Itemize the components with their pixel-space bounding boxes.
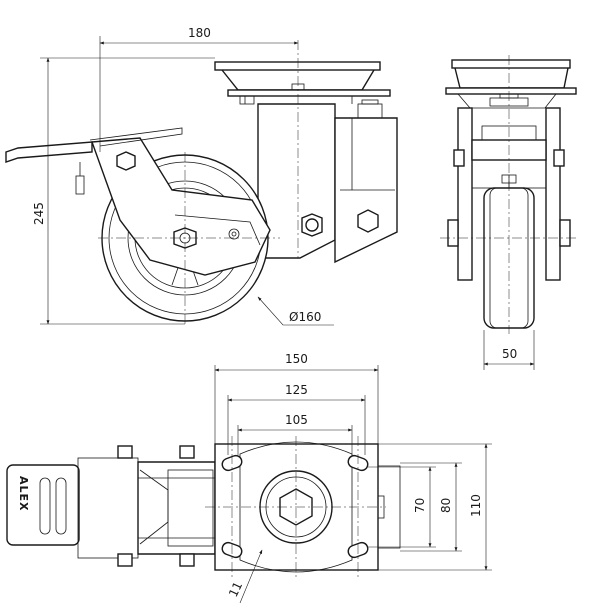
dim-wheel-diameter: Ø160: [289, 310, 321, 324]
dim-hole-spacing-long: 125: [285, 383, 308, 397]
top-brake-pedal: ALEX: [6, 457, 139, 559]
dim-plate-length: 150: [285, 352, 308, 366]
dim-height: 245: [32, 202, 46, 225]
side-swing-arm: [91, 137, 271, 276]
dim-plate-side-inner: 80: [439, 498, 453, 513]
dim-wheel-width: 50: [502, 347, 517, 361]
top-view: ALEX: [6, 352, 492, 604]
front-top-plate: [445, 59, 577, 109]
side-fork-body: [257, 99, 398, 264]
side-fork-bolts: [301, 209, 379, 237]
dim-bolt-hole: 11: [226, 580, 245, 600]
arm-small-bolt: [228, 228, 240, 240]
dim-plate-side-outer: 110: [469, 494, 483, 517]
front-view: 50: [440, 55, 578, 370]
side-view: 180 245 Ø160: [5, 26, 398, 326]
arm-top-nut: [116, 151, 136, 171]
brand-logo-text: ALEX: [17, 476, 30, 512]
dim-top-width: 180: [188, 26, 211, 40]
dim-hole-spacing-side: 70: [413, 498, 427, 513]
top-arm: [117, 445, 216, 567]
front-fork: [447, 107, 571, 281]
side-top-plate: [214, 61, 391, 105]
dim-hole-spacing-short: 105: [285, 413, 308, 427]
